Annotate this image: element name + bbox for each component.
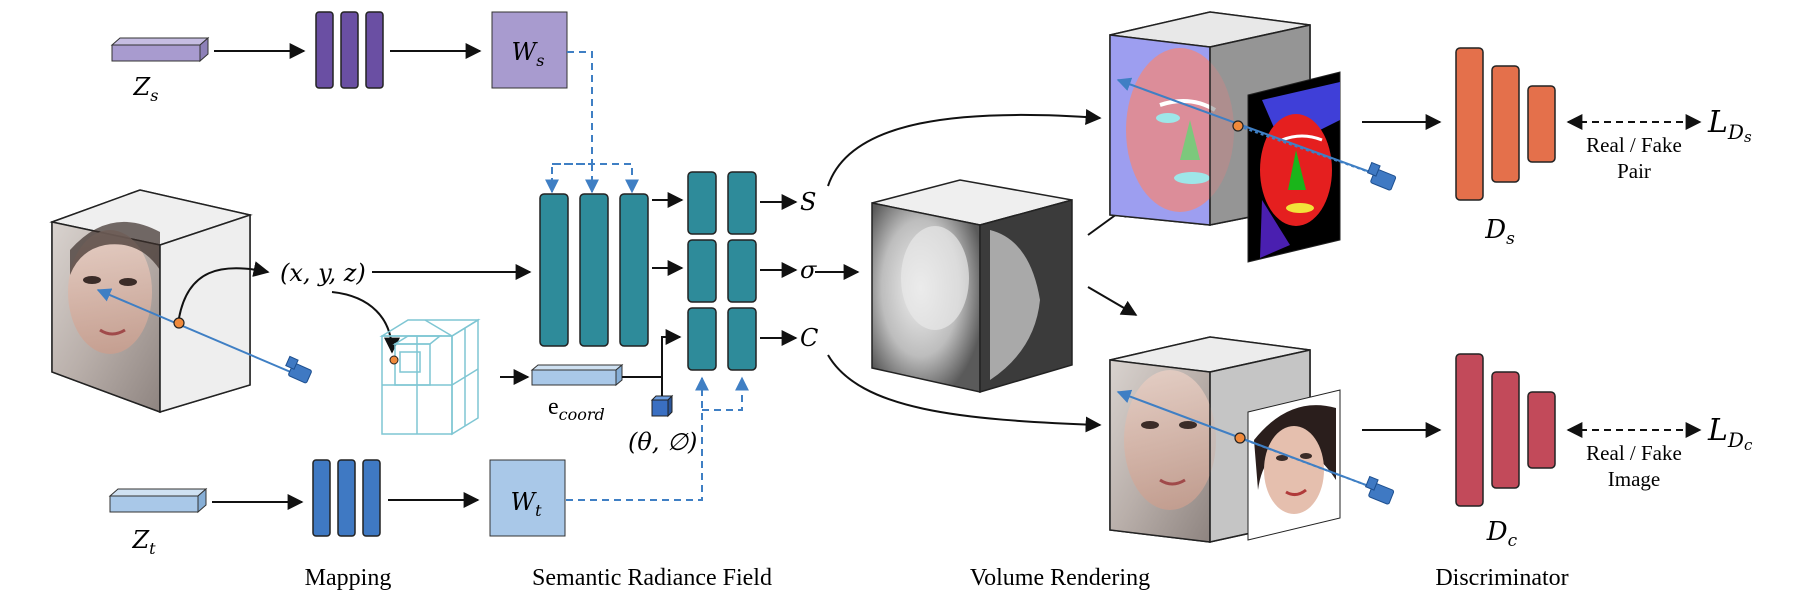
- section-volume-rendering: Volume Rendering: [970, 565, 1150, 591]
- camera-icon: [285, 355, 312, 384]
- dc-label: Dc: [1486, 517, 1518, 551]
- section-discriminator: Discriminator: [1435, 565, 1568, 591]
- lds-label: LDs: [1707, 105, 1752, 146]
- s-output-label: S: [800, 188, 816, 216]
- section-semantic-radiance-field: Semantic Radiance Field: [532, 565, 772, 591]
- input-face-cube: [49, 189, 312, 414]
- srf-backbone: [539, 193, 649, 347]
- svg-text:Ws: Ws: [512, 38, 545, 70]
- ldc-label: LDc: [1707, 413, 1753, 454]
- zs-label: Zs: [133, 73, 159, 105]
- section-mapping: Mapping: [305, 565, 392, 591]
- camera-icon: [1366, 161, 1397, 191]
- semantic-mask-image: [1247, 71, 1341, 263]
- real-fake-image-label-2: Image: [1608, 467, 1660, 491]
- real-fake-pair-label-1: Real / Fake: [1586, 133, 1682, 157]
- latent-zs-block: [110, 36, 210, 63]
- ws-box: Ws: [491, 11, 568, 89]
- srf-heads: [687, 171, 757, 371]
- texture-mapping-branch: Zt Wt: [108, 376, 749, 558]
- latent-zt-block: [108, 487, 208, 514]
- theta-phi-label: (θ, ∅): [628, 428, 697, 456]
- wt-box: Wt: [489, 459, 566, 537]
- ecoord-label: ecoord: [548, 394, 605, 424]
- ecoord-block: [530, 363, 624, 387]
- c-output-label: C: [800, 324, 818, 352]
- real-fake-pair-label-2: Pair: [1617, 159, 1651, 183]
- octree-grid: [379, 318, 481, 436]
- real-fake-image-label-1: Real / Fake: [1586, 441, 1682, 465]
- rgb-face-image: [1247, 389, 1341, 541]
- texture-mapping-network: [312, 459, 381, 537]
- style-mapping-network: [315, 11, 384, 89]
- depth-cube-image: [871, 179, 1073, 394]
- svg-text:Wt: Wt: [510, 488, 542, 520]
- view-direction-block: [650, 394, 674, 418]
- discriminator-dc: [1455, 353, 1556, 507]
- ds-label: Ds: [1484, 215, 1515, 249]
- zt-label: Zt: [131, 526, 156, 558]
- sigma-output-label: σ: [800, 256, 817, 284]
- discriminator-ds: [1455, 47, 1556, 201]
- style-mapping-branch: Zs Ws: [110, 11, 639, 194]
- camera-icon: [1364, 475, 1395, 505]
- xyz-label: (x, y, z): [280, 259, 366, 287]
